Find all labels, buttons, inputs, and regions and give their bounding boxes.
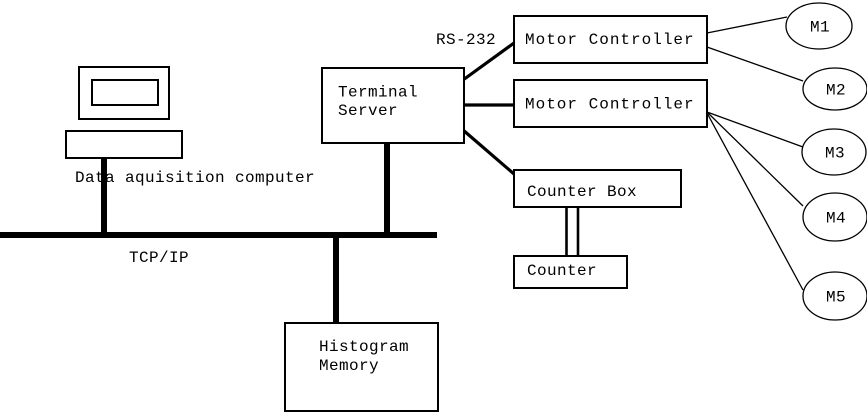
terminal-server-box <box>321 67 465 144</box>
motor-m1-label: M1 <box>810 19 830 37</box>
counter-label: Counter <box>527 262 597 280</box>
data-acquisition-computer-icon <box>65 66 183 159</box>
counter-box-box <box>513 169 682 208</box>
edge-motor-controller-2-m4 <box>706 111 804 207</box>
motor-controller-2-box <box>513 79 708 128</box>
keyboard-icon <box>65 130 183 159</box>
motor-m1-ellipse <box>785 2 853 50</box>
edge-motor-controller-1-m1 <box>706 16 788 34</box>
rs232-label: RS-232 <box>436 31 496 49</box>
motor-controller-2-label: Motor Controller <box>525 96 695 114</box>
motor-controller-1-box <box>513 15 708 64</box>
edge-motor-controller-2-m5 <box>706 112 804 291</box>
counter-box-label: Counter Box <box>527 183 637 201</box>
edge-terminal-server-motor-controller-1 <box>462 41 515 82</box>
motor-controller-1-label: Motor Controller <box>525 31 695 49</box>
histogram-memory-label-line2: Memory <box>319 357 379 375</box>
edge-terminal-server-counter-box <box>461 128 516 176</box>
motor-m4-ellipse <box>802 192 867 242</box>
edge-motor-controller-2-m3 <box>706 111 804 148</box>
motor-m5-ellipse <box>802 271 867 321</box>
motor-m3-ellipse <box>801 128 867 176</box>
data-acquisition-computer-label: Data aquisition computer <box>75 169 315 187</box>
terminal-server-label-line2: Server <box>338 102 398 120</box>
motor-m2-ellipse <box>802 67 867 111</box>
motor-m2-label: M2 <box>826 82 846 100</box>
motor-m3-label: M3 <box>825 145 845 163</box>
counter-box2 <box>513 255 628 289</box>
tcp-ip-label: TCP/IP <box>129 249 189 267</box>
histogram-memory-label-line1: Histogram <box>319 338 409 356</box>
edge-motor-controller-1-m2 <box>706 46 804 82</box>
motor-m5-label: M5 <box>826 289 846 307</box>
histogram-memory-box <box>284 322 439 412</box>
monitor-screen-icon <box>91 79 159 106</box>
terminal-server-label-line1: Terminal <box>338 84 418 102</box>
motor-m4-label: M4 <box>826 210 846 228</box>
